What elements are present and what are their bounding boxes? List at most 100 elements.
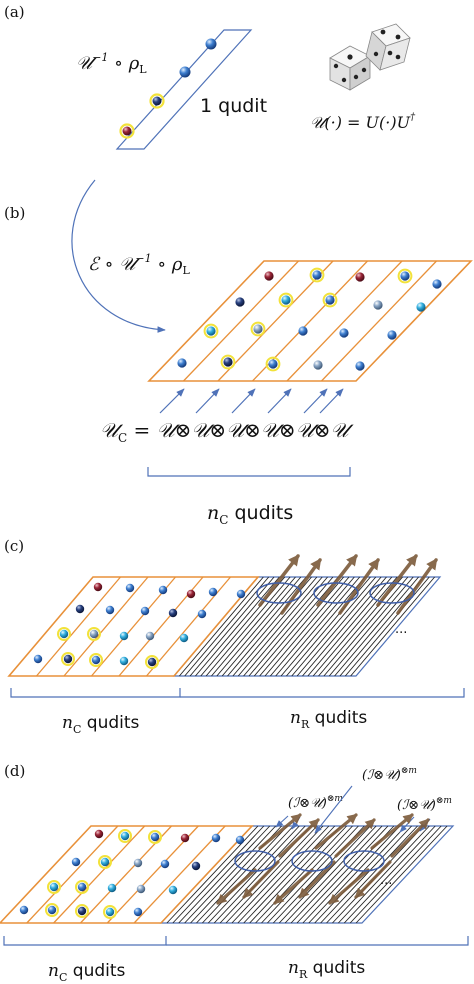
brown-arrow — [298, 860, 336, 899]
ball-icon — [235, 297, 245, 307]
yellow-ring-icon — [220, 354, 236, 370]
cell-divider — [133, 825, 226, 924]
hatch-line — [320, 825, 412, 924]
brown-arrow — [242, 860, 280, 899]
ball-icon — [339, 328, 349, 338]
ball-icon — [119, 631, 129, 641]
operator-label-3: (ℐ⊗𝒰)⊗m — [397, 796, 452, 813]
ball-icon — [387, 330, 397, 340]
yellow-ring-icon — [47, 880, 61, 894]
entangle-ring-icon — [256, 582, 302, 604]
hatch-line — [237, 825, 330, 924]
hatch-line — [314, 825, 407, 924]
hatch-line — [350, 576, 435, 677]
brown-arrow — [370, 813, 414, 850]
brown-arrow — [328, 868, 370, 905]
hatch-line — [270, 576, 355, 677]
hatch-line — [225, 825, 318, 924]
brown-arrow — [216, 868, 257, 905]
nc-label: nC qudits — [62, 713, 140, 736]
brown-arrow — [354, 860, 392, 899]
ball-icon — [49, 882, 59, 892]
brown-arrow — [280, 558, 322, 615]
hatch-line — [255, 825, 347, 924]
ball-icon — [125, 583, 135, 593]
hatch-line — [184, 576, 270, 677]
ball-icon — [47, 905, 57, 915]
encoding-unitary-expr: 𝒰C = 𝒰⊗𝒰⊗𝒰⊗𝒰⊗𝒰⊗𝒰 — [100, 418, 354, 445]
ball-icon — [208, 587, 218, 597]
ball-icon — [158, 585, 168, 595]
hatch-line — [259, 576, 344, 677]
brown-arrow — [376, 554, 418, 607]
hatch-line — [344, 576, 430, 677]
ball-icon — [120, 831, 130, 841]
ball-icon — [253, 324, 263, 334]
ball-icon — [94, 829, 104, 839]
entangling-arrows — [256, 554, 438, 615]
noisy-channel-expr: ℰ ∘ 𝒰−1 ∘ ρL — [88, 252, 190, 277]
ball-icon — [400, 271, 410, 281]
panel-b-label: (b) — [4, 204, 25, 222]
brown-arrow — [338, 558, 380, 615]
panel-d-label: (d) — [4, 762, 25, 780]
one-qudit-label: 1 qudit — [200, 95, 267, 117]
cell-divider — [26, 825, 119, 924]
entangling-arrows — [216, 813, 430, 905]
cell-divider — [36, 576, 121, 677]
panel-c-label: (c) — [4, 537, 24, 555]
ball-icon — [432, 279, 442, 289]
brown-arrow — [316, 554, 358, 607]
ball-icon — [223, 357, 233, 367]
ball-icon — [91, 655, 101, 665]
operator-label-1: (ℐ⊗𝒰)⊗m — [288, 794, 343, 811]
ball-icon — [298, 326, 308, 336]
ball-icon — [150, 832, 160, 842]
transition-arrow — [71, 179, 166, 333]
brown-arrow — [314, 813, 358, 850]
entangle-ring-icon — [313, 582, 359, 604]
hatch-line — [172, 825, 265, 924]
nr-bracket — [166, 936, 469, 946]
yellow-ring-icon — [203, 323, 219, 339]
qudit-balls — [33, 582, 246, 669]
ball-icon — [186, 589, 196, 599]
hatch-line — [308, 825, 401, 924]
hatch-line — [302, 576, 387, 677]
cell-dividers — [36, 576, 231, 677]
ball-icon — [211, 833, 221, 843]
yellow-ring-icon — [75, 880, 89, 894]
nc-bracket — [147, 467, 351, 477]
ball-icon — [147, 657, 157, 667]
panel-c: (c) ... nC qudits nR qudits — [4, 537, 465, 736]
hatch-line — [334, 576, 419, 677]
up-arrow — [159, 388, 185, 414]
ball-icon — [105, 605, 115, 615]
panel-b: (b) ℰ ∘ 𝒰−1 ∘ ρL 𝒰C = 𝒰⊗𝒰⊗𝒰⊗𝒰⊗𝒰⊗𝒰 nC qud… — [4, 204, 473, 527]
unitary-arrows — [159, 388, 344, 414]
down-arrow — [314, 785, 353, 834]
brown-arrow — [258, 554, 300, 607]
cell-divider — [106, 825, 199, 924]
yellow-ring-icon — [98, 855, 112, 869]
yellow-ring-icon — [250, 321, 266, 337]
entangle-ring-icon — [343, 850, 385, 872]
cell-divider — [286, 260, 403, 382]
brown-arrow — [390, 818, 430, 858]
hatch-line — [286, 576, 371, 677]
yellow-ring-icon — [57, 627, 71, 641]
ball-icon — [105, 907, 115, 917]
hatch-line — [312, 576, 398, 677]
hatch-line — [243, 825, 336, 924]
ball-icon — [177, 358, 187, 368]
hatch-line — [284, 825, 377, 924]
entangle-ring-icon — [369, 582, 415, 604]
brown-arrow — [258, 813, 302, 850]
hatch-line — [213, 825, 306, 924]
yellow-ring-icon — [149, 93, 165, 109]
hatch-line — [280, 576, 366, 677]
brown-arrow — [278, 818, 320, 858]
operator-label-2: (ℐ⊗𝒰)⊗m — [362, 766, 417, 783]
yellow-ring-icon — [278, 292, 294, 308]
ball-icon — [133, 907, 143, 917]
